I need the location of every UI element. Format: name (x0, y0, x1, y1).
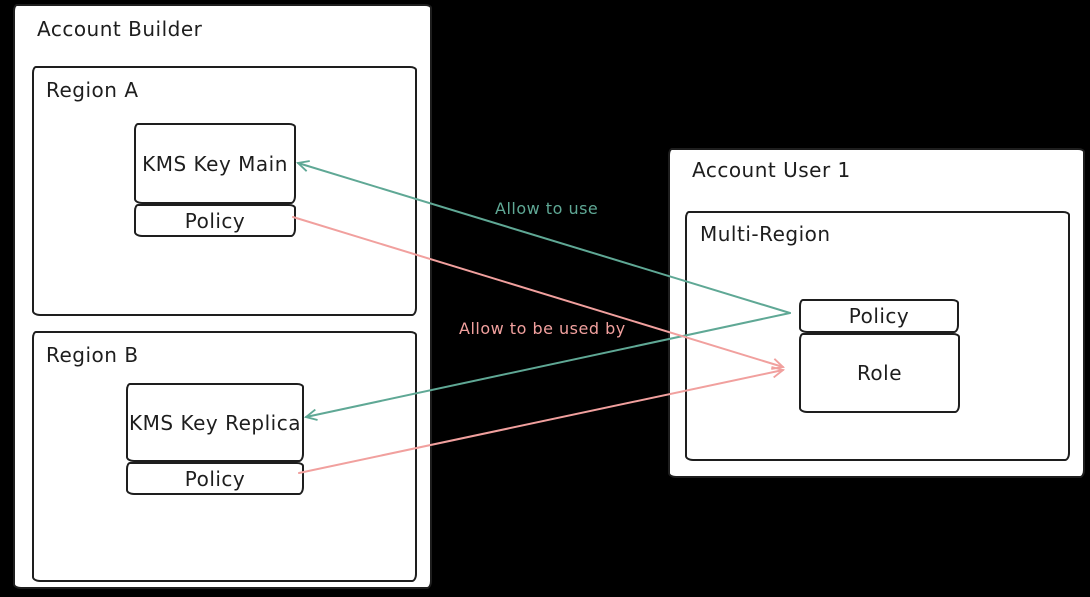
user-role-node: Role (799, 333, 960, 413)
user-policy-label: Policy (848, 304, 910, 328)
account-user-title: Account User 1 (692, 158, 851, 182)
user-policy-node: Policy (799, 299, 959, 333)
region-a-policy-node: Policy (134, 204, 296, 237)
region-b-policy-label: Policy (184, 466, 246, 491)
kms-key-replica-label: KMS Key Replica (129, 410, 301, 435)
edge-label-allow-to-be-used-by: Allow to be used by (459, 319, 626, 338)
region-b-title: Region B (46, 343, 139, 367)
multi-region-container: Multi-Region Policy Role (685, 211, 1070, 461)
account-user-container: Account User 1 Multi-Region Policy Role (668, 148, 1085, 478)
region-a-container: Region A KMS Key Main Policy (32, 66, 417, 316)
user-role-label: Role (856, 361, 903, 385)
region-b-container: Region B KMS Key Replica Policy (32, 331, 417, 582)
region-a-title: Region A (46, 78, 139, 102)
edge-label-allow-to-use: Allow to use (495, 199, 599, 218)
region-b-policy-node: Policy (126, 462, 304, 495)
region-a-policy-label: Policy (184, 208, 246, 233)
kms-key-main-node: KMS Key Main (134, 123, 296, 204)
account-builder-title: Account Builder (37, 17, 203, 41)
account-builder-container: Account Builder Region A KMS Key Main Po… (13, 4, 432, 589)
multi-region-title: Multi-Region (700, 222, 831, 246)
kms-key-replica-node: KMS Key Replica (126, 383, 304, 462)
kms-key-main-label: KMS Key Main (142, 151, 288, 176)
